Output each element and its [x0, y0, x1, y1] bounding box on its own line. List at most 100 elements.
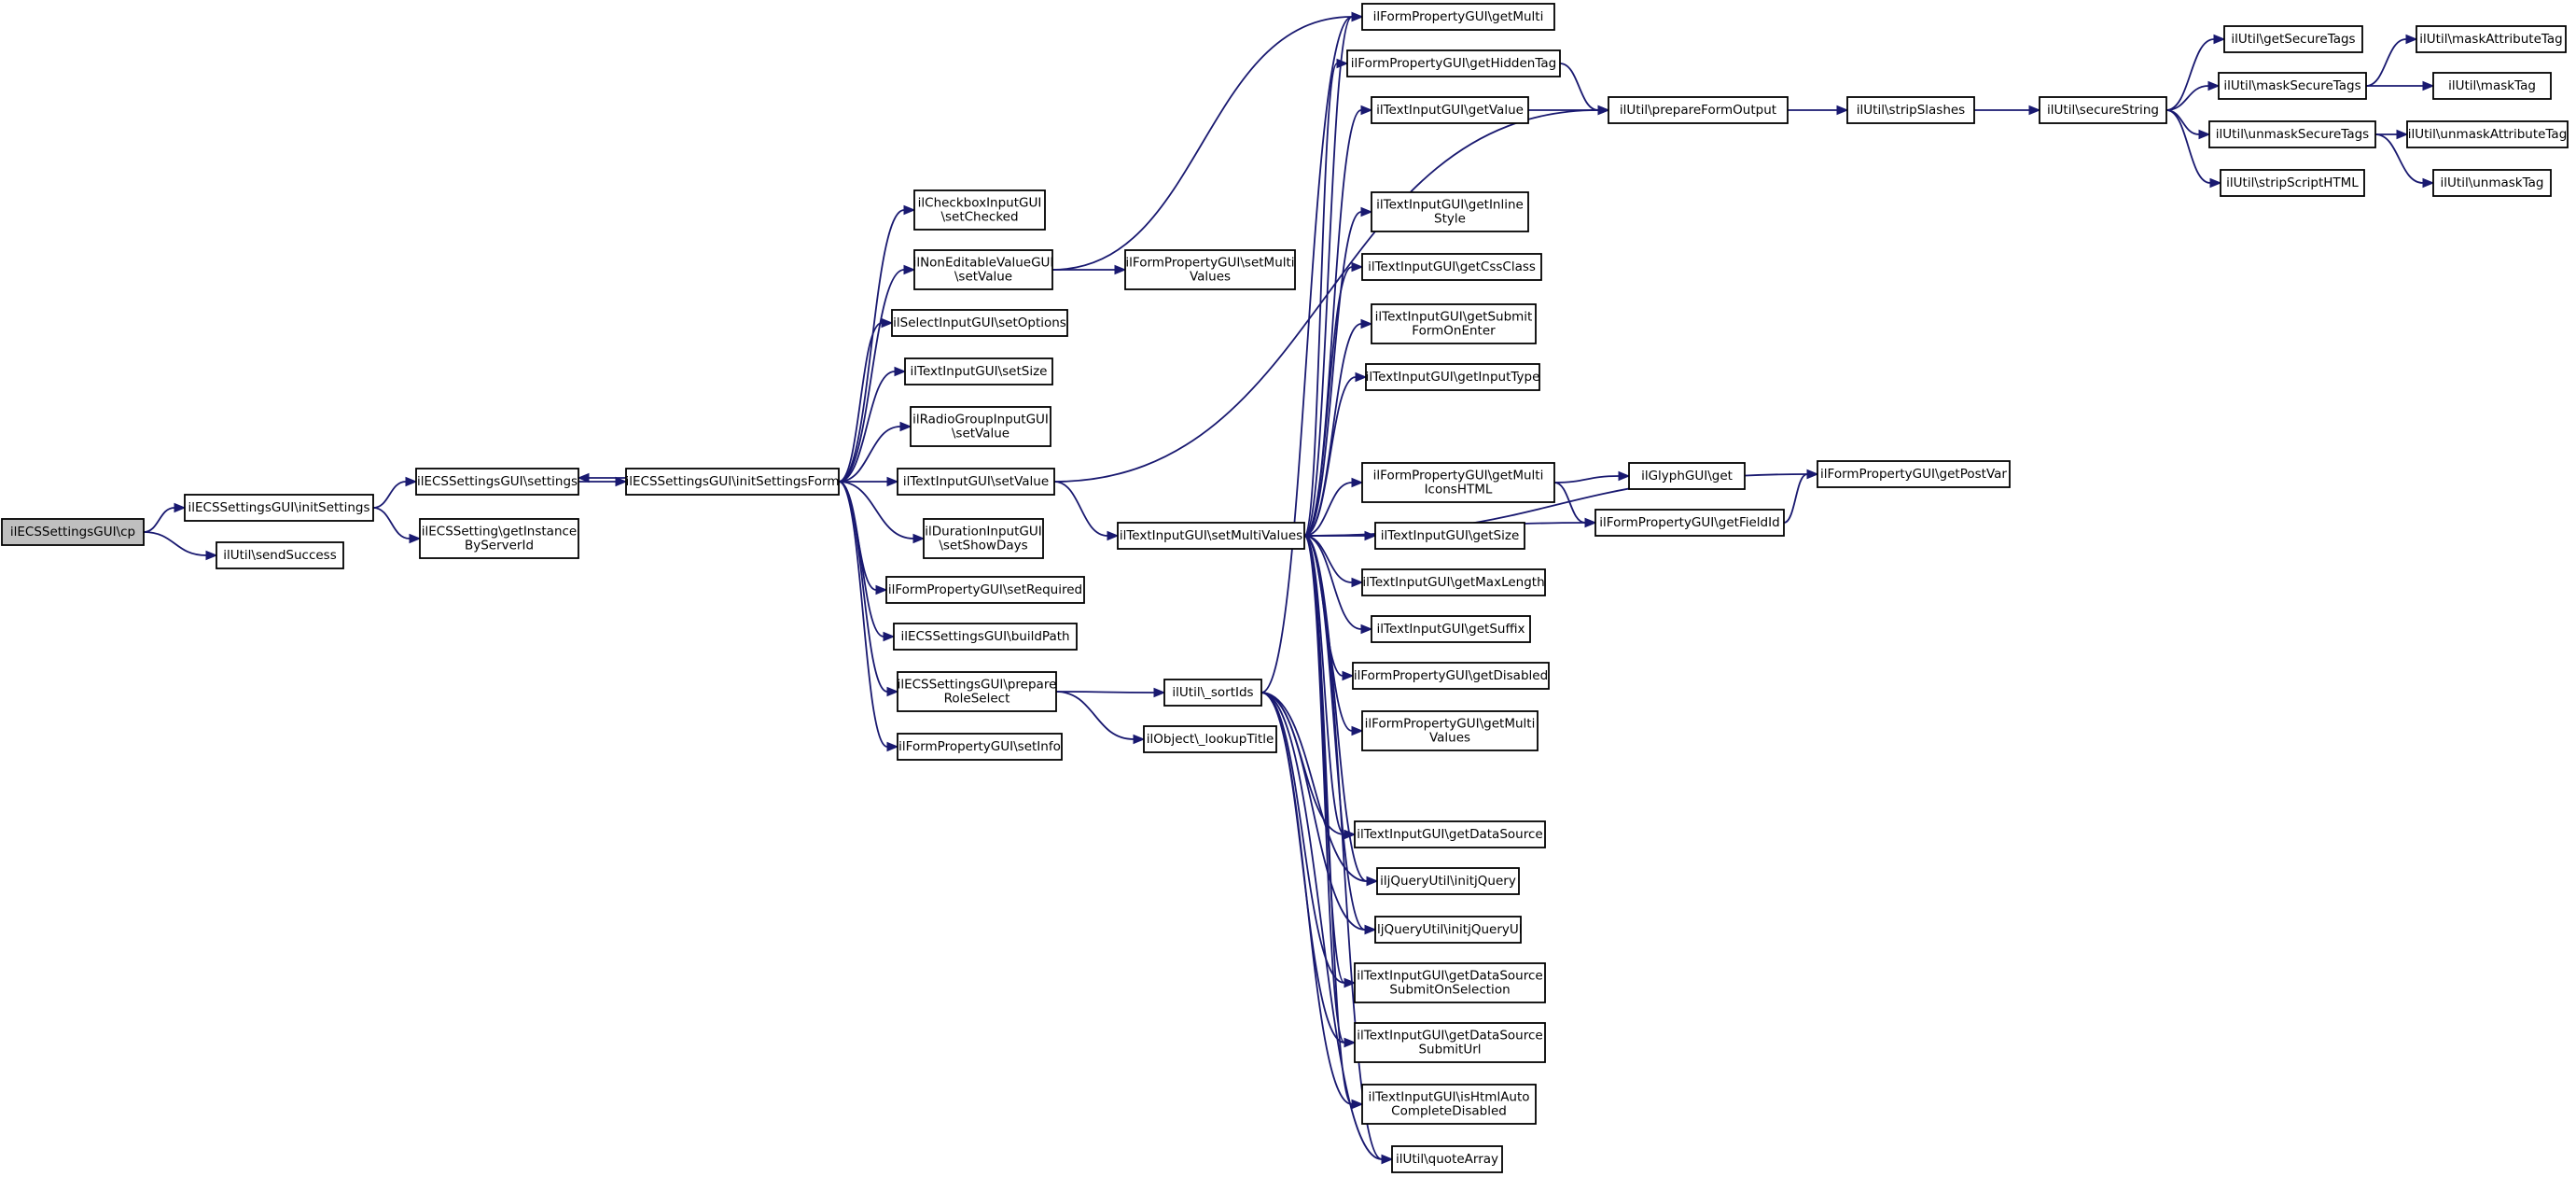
node-ilformpropertygui-setinfo[interactable]: ilFormPropertyGUI\setInfo	[897, 733, 1063, 761]
edge-arrowhead	[1618, 470, 1631, 482]
node-ilutil-quotearray[interactable]: ilUtil\quoteArray	[1391, 1145, 1503, 1173]
node-box	[2218, 72, 2367, 100]
node-ilformpropertygui-setrequired[interactable]: ilFormPropertyGUI\setRequired	[885, 576, 1085, 604]
edge-line	[1303, 535, 1362, 630]
node-box	[913, 249, 1053, 290]
node-label: ilUtil\getSecureTags	[2231, 32, 2355, 47]
node-iljqueryutil-initjquery[interactable]: iljQueryUtil\initjQuery	[1376, 867, 1520, 895]
node-ilecssettingsgui-settings[interactable]: ilECSSettingsGUI\settings	[415, 468, 579, 496]
node-ilradiogroupinputgui-setvalue[interactable]: ilRadioGroupInputGUI\setValue	[910, 406, 1051, 447]
node-box	[1354, 820, 1546, 848]
node-ilecssettingsgui-initsettingsform[interactable]: ilECSSettingsGUI\initSettingsForm	[625, 468, 840, 496]
node-label: ilUtil\_sortIds	[1172, 685, 1253, 700]
node-box	[1846, 96, 1975, 124]
node-iltextinputgui-getdatasource[interactable]: ilTextInputGUI\getDataSource	[1354, 820, 1546, 848]
node-ilutil-unmasksecuretags[interactable]: ilUtil\unmaskSecureTags	[2208, 120, 2376, 148]
node-ilutil-masktag[interactable]: ilUtil\maskTag	[2432, 72, 2552, 100]
node-ilformpropertygui-getpostvar[interactable]: ilFormPropertyGUI\getPostVar	[1817, 460, 2011, 488]
node-iltextinputgui-getsuffix[interactable]: ilTextInputGUI\getSuffix	[1371, 615, 1531, 643]
edge-line	[1783, 473, 1808, 524]
node-iltextinputgui-getmaxlength[interactable]: ilTextInputGUI\getMaxLength	[1361, 568, 1546, 596]
edge-line	[1303, 535, 1345, 835]
node-iltextinputgui-getinputtype[interactable]: ilTextInputGUI\getInputType	[1365, 363, 1540, 391]
node-box	[897, 671, 1057, 712]
node-box	[910, 406, 1051, 447]
node-iltextinputgui-ishtmlautocompletedisabled[interactable]: ilTextInputGUI\isHtmlAutoCompleteDisable…	[1361, 1084, 1537, 1125]
node-ilnoneditablevaluegui-setvalue[interactable]: ilNonEditableValueGUI\setValue	[913, 249, 1054, 290]
node-ilformpropertygui-setmultivalues[interactable]: ilFormPropertyGUI\setMultiValues	[1124, 249, 1296, 290]
edge-arrowhead	[1133, 734, 1146, 745]
node-iljqueryutil-initjqueryui[interactable]: iljQueryUtil\initjQueryUI	[1373, 916, 1523, 944]
edge-arrowhead	[912, 533, 926, 544]
node-ilecssettingsgui-initsettings[interactable]: ilECSSettingsGUI\initSettings	[184, 494, 374, 522]
node-iltextinputgui-getcssclass[interactable]: ilTextInputGUI\getCssClass	[1361, 253, 1542, 281]
node-box	[1361, 253, 1542, 281]
node-ilutil-unmasktag[interactable]: ilUtil\unmaskTag	[2432, 169, 2552, 197]
node-box	[1628, 462, 1746, 490]
node-iltextinputgui-getdatasourcesubmitonselection[interactable]: ilTextInputGUI\getDataSourceSubmitOnSele…	[1354, 962, 1546, 1003]
node-label: \setShowDays	[939, 539, 1027, 553]
node-iltextinputgui-getsize[interactable]: ilTextInputGUI\getSize	[1374, 522, 1525, 550]
node-box	[1376, 867, 1520, 895]
edge-arrowhead	[1584, 517, 1597, 528]
node-ilutil-securestring[interactable]: ilUtil\secureString	[2039, 96, 2167, 124]
node-ilutil-prepareformoutput[interactable]: ilUtil\prepareFormOutput	[1608, 96, 1789, 124]
node-ildurationinputgui-setshowdays[interactable]: ilDurationInputGUI\setShowDays	[923, 518, 1044, 559]
node-label: ilFormPropertyGUI\getDisabled	[1354, 668, 1548, 683]
edge-arrowhead	[1360, 206, 1373, 217]
edge-line	[372, 481, 407, 509]
edge-n01-n03	[143, 531, 218, 561]
node-ilobject-lookuptitle[interactable]: ilObject\_lookupTitle	[1143, 725, 1277, 753]
node-ilutil-sendsuccess[interactable]: ilUtil\sendSuccess	[216, 541, 344, 569]
edge-arrowhead	[1360, 105, 1373, 116]
node-iltextinputgui-setvalue[interactable]: ilTextInputGUI\setValue	[897, 468, 1055, 496]
edge-n19-n25	[1303, 206, 1373, 537]
edge-line	[1260, 692, 1366, 931]
node-iltextinputgui-setmultivalues[interactable]: ilTextInputGUI\setMultiValues	[1117, 522, 1305, 550]
node-ilformpropertygui-getmulti[interactable]: ilFormPropertyGUI\getMulti	[1361, 3, 1555, 31]
edge-arrowhead	[174, 502, 187, 513]
edge-arrowhead	[2207, 80, 2221, 91]
node-box	[1163, 679, 1262, 707]
node-ilglyphgui-get[interactable]: ilGlyphGUI\get	[1628, 462, 1746, 490]
node-label: ilTextInputGUI\isHtmlAuto	[1368, 1090, 1529, 1105]
node-ilformpropertygui-gethiddentag[interactable]: ilFormPropertyGUI\getHiddenTag	[1346, 49, 1561, 77]
node-label: ilUtil\sendSuccess	[223, 548, 337, 563]
node-ilformpropertygui-getdisabled[interactable]: ilFormPropertyGUI\getDisabled	[1352, 662, 1550, 690]
node-label: ilUtil\maskTag	[2448, 78, 2536, 93]
edge-line	[1303, 16, 1353, 537]
node-ilutil-getsecuretags[interactable]: ilUtil\getSecureTags	[2223, 25, 2363, 53]
edge-arrowhead	[1351, 1099, 1364, 1110]
edge-n49-n53	[2366, 80, 2435, 91]
node-box	[419, 518, 579, 559]
edge-n19-n40	[1303, 535, 1364, 1110]
node-iltextinputgui-setsize[interactable]: ilTextInputGUI\setSize	[904, 357, 1053, 385]
node-ilformpropertygui-getfieldid[interactable]: ilFormPropertyGUI\getFieldId	[1594, 509, 1785, 537]
node-ilecssettingsgui-buildpath[interactable]: ilECSSettingsGUI\buildPath	[893, 623, 1078, 651]
node-ilecssettingsgui-cp[interactable]: ilECSSettingsGUI\cp	[1, 518, 145, 546]
edge-line	[1055, 691, 1155, 694]
node-ilutil-unmaskattributetag[interactable]: ilUtil\unmaskAttributeTag	[2406, 120, 2569, 148]
node-ilutil-stripscripthtml[interactable]: ilUtil\stripScriptHTML	[2220, 169, 2365, 197]
edge-arrowhead	[886, 686, 899, 697]
edge-arrowhead	[1806, 469, 1819, 480]
node-ilcheckboxinputgui-setchecked[interactable]: ilCheckboxInputGUI\setChecked	[913, 189, 1046, 231]
node-label: ilECSSettingsGUI\prepare	[898, 678, 1057, 693]
node-ilutil-masksecuretags[interactable]: ilUtil\maskSecureTags	[2218, 72, 2367, 100]
node-ilselectinputgui-setoptions[interactable]: ilSelectInputGUI\setOptions	[891, 309, 1068, 337]
node-iltextinputgui-getvalue[interactable]: ilTextInputGUI\getValue	[1371, 96, 1529, 124]
edge-n06-n08	[838, 264, 916, 483]
node-ilutil-maskattributetag[interactable]: ilUtil\maskAttributeTag	[2416, 25, 2567, 53]
edge-line	[372, 507, 411, 539]
node-ilutil-sortids[interactable]: ilUtil\_sortIds	[1163, 679, 1262, 707]
node-ilutil-stripslashes[interactable]: ilUtil\stripSlashes	[1846, 96, 1975, 124]
edge-n20-n38	[1260, 692, 1357, 988]
node-label: ilFormPropertyGUI\getMulti	[1373, 469, 1544, 483]
